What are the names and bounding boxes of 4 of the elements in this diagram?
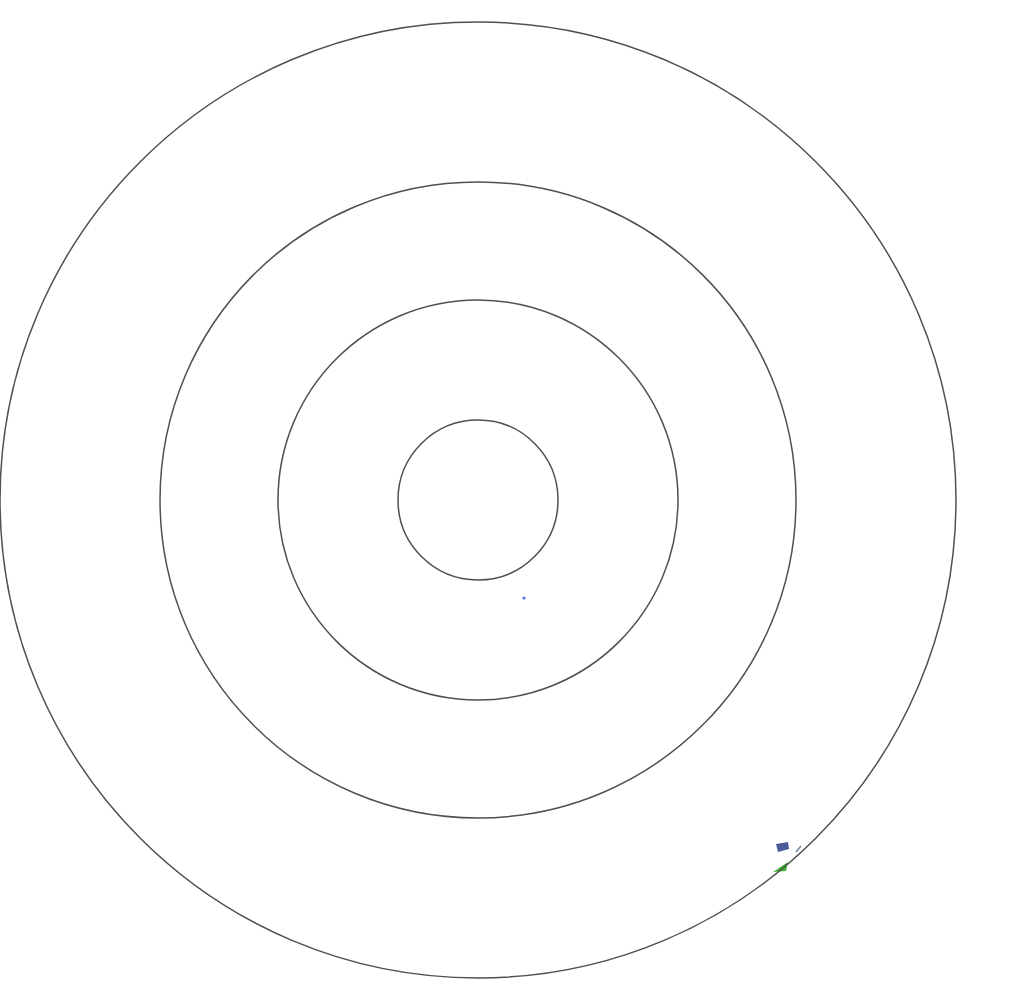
ring: [397, 419, 559, 581]
ring: [0, 21, 957, 979]
ring: [159, 181, 797, 819]
ring: [277, 299, 679, 701]
